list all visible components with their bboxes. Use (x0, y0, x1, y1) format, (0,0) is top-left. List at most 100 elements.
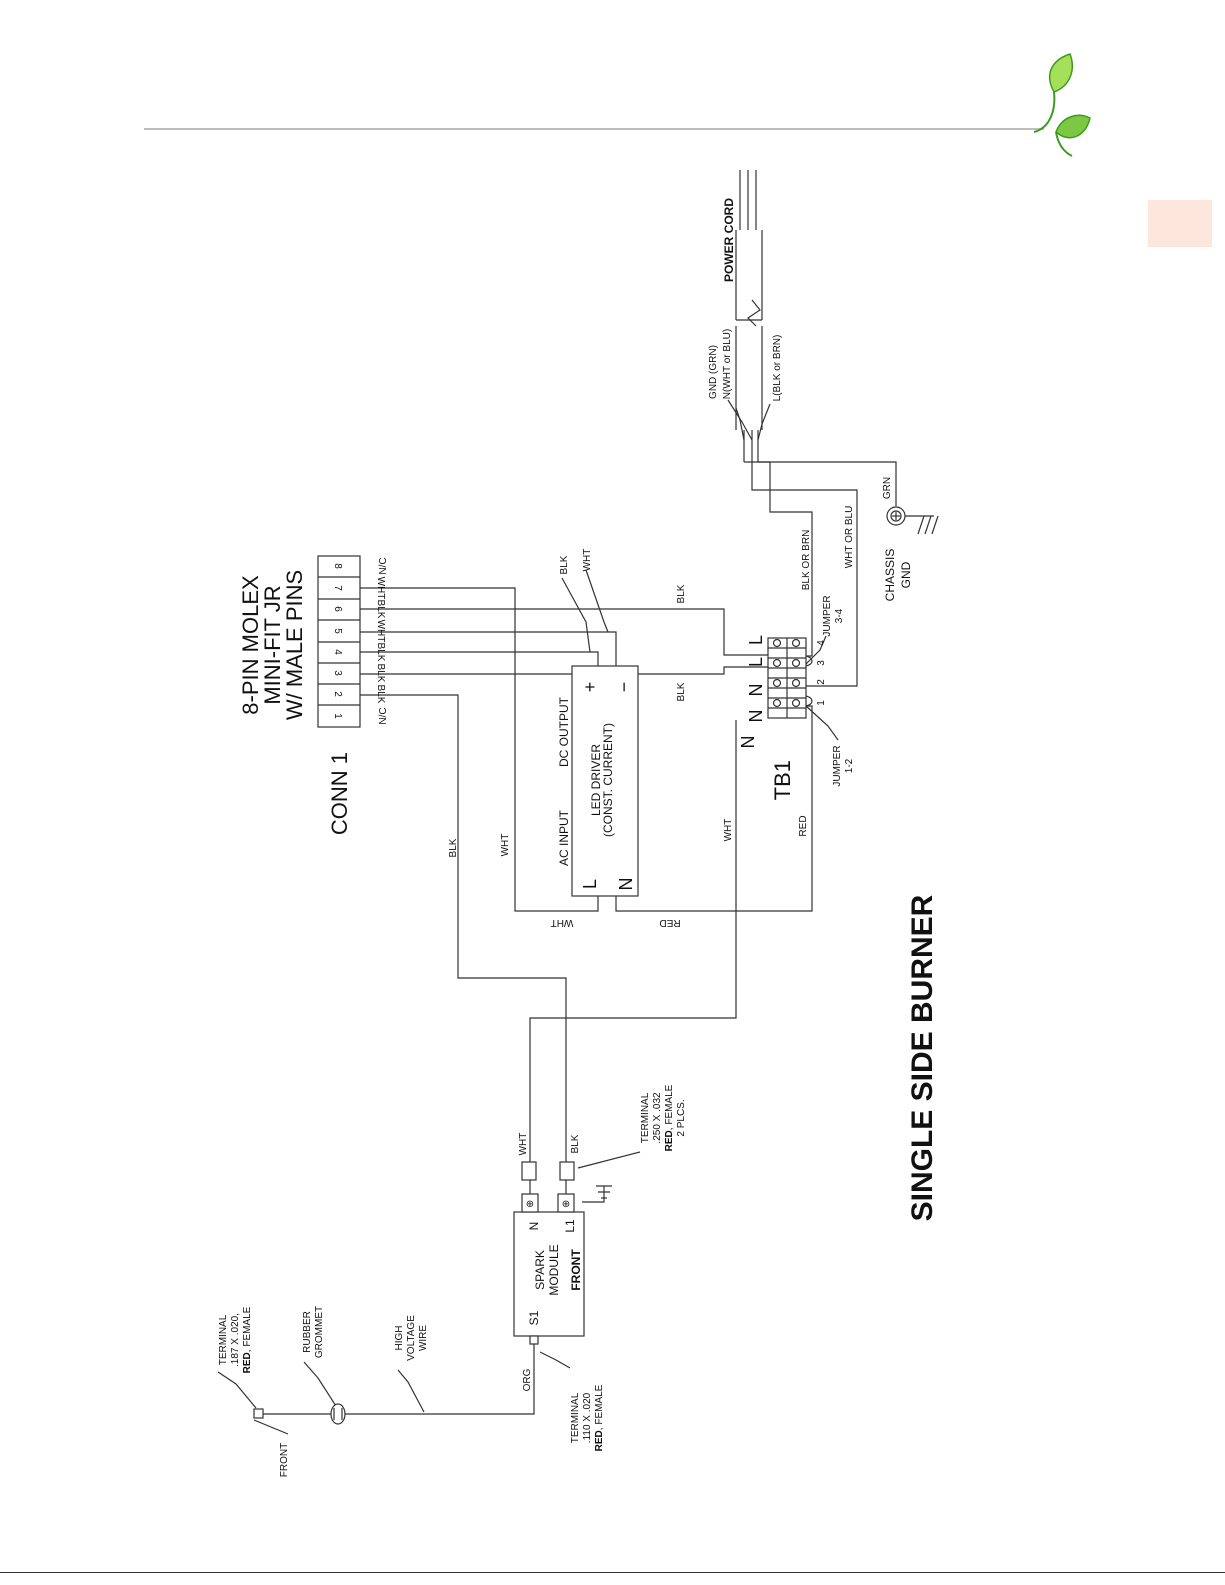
high-voltage-wire (262, 1336, 535, 1415)
power-cord-leads (743, 430, 759, 470)
led-driver-name: LED DRIVER (589, 744, 603, 816)
tb1-name: TB1 (770, 760, 795, 800)
ac-input-label: AC INPUT (557, 809, 571, 866)
power-cord-body-top (735, 230, 763, 321)
led-driver: LED DRIVER (CONST. CURRENT) AC INPUT DC … (557, 549, 639, 897)
wire-labels: BLK OR BRN WHT OR BLU BLK BLK WHT WHT RE… (279, 506, 855, 1478)
power-cord-label: POWER CORD (722, 198, 736, 282)
power-plug-prongs (739, 170, 757, 230)
grommet-icon (330, 1403, 346, 1425)
tb1-number: 3 (816, 660, 827, 666)
power-cord-lead-l: L(BLK or BRN) (772, 335, 783, 402)
connector-description: MINI-FIT JR (260, 585, 285, 704)
wire-label-org: ORG (522, 1368, 533, 1391)
wire-label-blk: BLK (448, 838, 459, 857)
leader-jumper-12 (805, 705, 839, 741)
connector-name: CONN 1 (327, 752, 352, 835)
spark-module-body (513, 1211, 585, 1337)
jumper-3-4-label: JUMPER (822, 595, 833, 636)
power-cord-lead-n: N(WHT or BLU) (722, 329, 733, 399)
connector-description: W/ MALE PINS (282, 570, 307, 720)
wire-label-wht: WHT (500, 834, 511, 857)
spark-lead-terminal-blk (559, 1161, 575, 1181)
spark-module: ⊕ ⊕ SPARK MODULE FRONT S1 N L1 (513, 1161, 585, 1345)
wire-pin4-blk (360, 651, 599, 667)
wire-label-wht: WHT (518, 1133, 529, 1156)
spark-module-front: FRONT (569, 1249, 583, 1291)
jumper-1-2-label: 1-2 (844, 758, 855, 773)
spark-term-callout: RED, FEMALE (664, 1084, 675, 1151)
leader-front (253, 1419, 289, 1435)
chassis-ground-hatch (902, 515, 939, 535)
s1-term-callout: .110 X .020 (582, 1392, 593, 1443)
power-cord: POWER CORD GND (GRN) N(WHT or BLU) L(BLK… (708, 198, 783, 402)
pin-number: 5 (332, 628, 343, 634)
footer-rule (0, 1572, 1225, 1573)
hv-term-callout: RED, FEMALE (242, 1306, 253, 1373)
spark-terminal-n-label: N (527, 1222, 541, 1231)
wire-label-wht-or-blu: WHT OR BLU (844, 506, 855, 569)
pin-number: 2 (332, 691, 343, 697)
s1-term-callout: RED, FEMALE (594, 1384, 605, 1451)
pin-wire-label: N/C (378, 707, 389, 724)
s1-terminal (529, 1335, 539, 1345)
svg-text:⊕: ⊕ (562, 1199, 570, 1210)
wire-label-red: RED (798, 815, 809, 836)
connector-description: 8-PIN MOLEX (238, 575, 263, 715)
tb1-label-n: N (746, 684, 766, 697)
spark-terminal-s1: S1 (527, 1310, 541, 1325)
leader-n (727, 399, 753, 441)
chassis-ground: GRN CHASSIS GND (882, 477, 913, 601)
ground-symbol-icon (582, 1185, 612, 1203)
wire-label-blk: BLK (676, 682, 687, 701)
grommet-callout: RUBBER (302, 1311, 313, 1353)
spark-module-name: SPARK (533, 1250, 547, 1290)
hv-term-callout: TERMINAL (218, 1314, 229, 1365)
s1-term-callout: TERMINAL (570, 1392, 581, 1443)
spark-terminal-l1 (557, 1193, 575, 1213)
diagram-title: SINGLE SIDE BURNER (906, 894, 939, 1221)
hv-terminal (253, 1408, 264, 1419)
leader-l (757, 403, 771, 441)
leader-hv-term (217, 1371, 257, 1409)
spark-terminal-n (521, 1193, 539, 1213)
leader-jumper-34 (805, 635, 827, 665)
tb1-label-n: N (738, 736, 758, 749)
cord-break-mark (747, 299, 761, 327)
leader-hv-wire (397, 1369, 425, 1413)
leaf-logo-icon (1033, 53, 1091, 157)
svg-text:⊕: ⊕ (526, 1199, 534, 1210)
leader-s1-term (539, 1351, 571, 1369)
power-cord-body-bottom (735, 326, 763, 430)
spark-module-name: MODULE (547, 1244, 561, 1295)
chassis-ground-label: CHASSIS (883, 549, 897, 602)
front-label: FRONT (279, 1443, 290, 1477)
high-voltage-label: WIRE (418, 1325, 429, 1351)
wire-label-blk: BLK (570, 1134, 581, 1153)
grommet-callout: GROMMET (314, 1306, 325, 1358)
jumper-1-2-link (805, 695, 813, 707)
spark-lead-terminal-wht (521, 1161, 537, 1181)
ground-wire (744, 461, 897, 506)
led-driver-body (571, 665, 639, 897)
pin-number: 6 (332, 606, 343, 612)
driver-minus: − (614, 682, 634, 693)
tb1-number: 1 (816, 700, 827, 706)
neutral-wire (751, 470, 858, 687)
jumper-3-4-link (805, 655, 813, 667)
pin-number: 7 (332, 585, 343, 591)
pin-number: 4 (332, 649, 343, 655)
wire-label-wht: WHT (723, 819, 734, 842)
pin-wire-label: BLK (375, 643, 386, 662)
wire-label-blk: BLK (676, 584, 687, 603)
pin-wire-label: BLK (375, 685, 386, 704)
driver-input-n: N (616, 878, 636, 891)
driver-lead-wht: WHT (582, 549, 593, 572)
pin-wire-label: N/C (378, 557, 389, 574)
wire-driver-n-red (615, 705, 813, 912)
power-cord-lead-gnd: GND (GRN) (708, 345, 719, 399)
pin-number: 1 (332, 713, 343, 719)
wire-pin6-blk (360, 608, 770, 656)
jumper-1-2-label: JUMPER (832, 745, 843, 786)
